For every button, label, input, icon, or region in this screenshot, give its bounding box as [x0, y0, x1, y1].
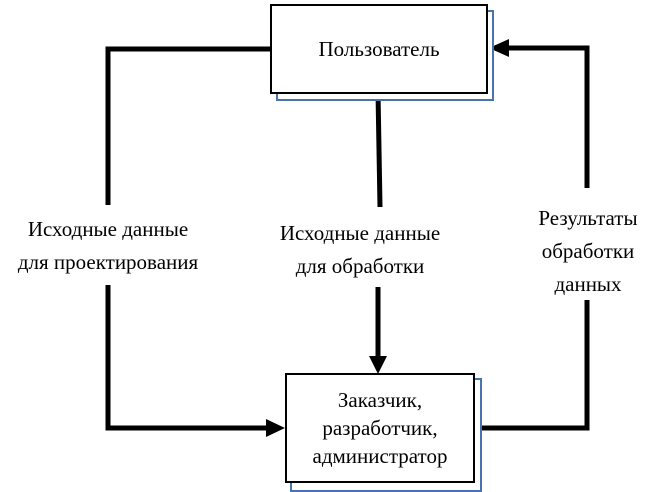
edge-label-line: данных — [554, 272, 622, 296]
edge-label-results: Результаты обработки данных — [518, 202, 658, 301]
edge-label-line: обработки — [541, 239, 635, 263]
edge-processing-input-top — [375, 91, 383, 208]
edge-label-line: Исходные данные — [279, 221, 441, 245]
user-node-label: Пользователь — [318, 37, 440, 61]
staff-node-label: Заказчик, разработчик, администратор — [313, 386, 448, 470]
staff-node-line: разработчик, — [322, 416, 438, 440]
edge-label-line: Исходные данные — [27, 217, 189, 241]
edge-results-bottom — [474, 300, 590, 431]
staff-node-line: администратор — [312, 444, 448, 468]
edge-label-line: для проектирования — [17, 250, 199, 274]
edge-label-line: для обработки — [295, 254, 425, 278]
staff-node-line: Заказчик, — [337, 388, 423, 412]
edge-label-design-input: Исходные данные для проектирования — [0, 213, 216, 279]
edge-results-arrowhead — [489, 39, 509, 57]
edge-label-line: Результаты — [538, 206, 638, 230]
edge-processing-input-arrowhead — [369, 356, 387, 374]
edge-design-input-arrowhead — [266, 419, 285, 437]
staff-node: Заказчик, разработчик, администратор — [285, 373, 475, 483]
user-node: Пользователь — [270, 4, 488, 94]
edge-design-input-bottom — [105, 285, 272, 431]
edge-label-processing-input: Исходные данные для обработки — [258, 217, 462, 283]
edge-design-input-top — [105, 46, 272, 205]
edge-results-top — [506, 45, 590, 188]
